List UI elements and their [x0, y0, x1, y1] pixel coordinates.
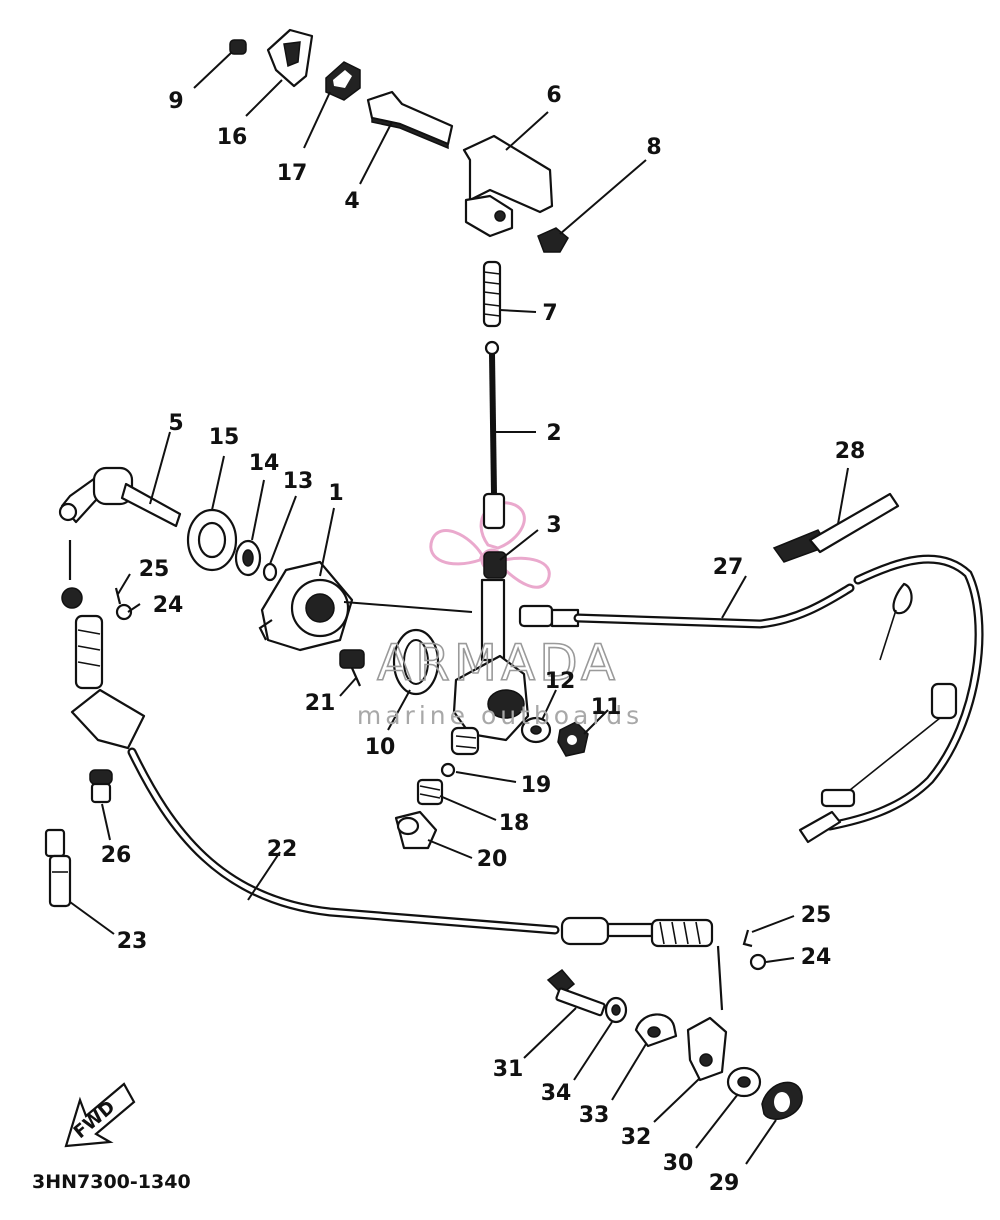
- part-3-fitting: [482, 492, 507, 579]
- callout-11: 11: [591, 695, 622, 720]
- part-32-lever: [686, 1016, 728, 1082]
- part-11-nut: [557, 721, 589, 757]
- callout-21: 21: [305, 691, 336, 716]
- callout-25-right: 25: [801, 903, 832, 928]
- part-21-screw: [339, 649, 365, 687]
- part-5-shaft: [58, 466, 182, 528]
- callout-16: 16: [217, 125, 248, 150]
- callout-numbers: 9 16 17 4 6 8 7 2 3 5 15 14 13 1 27 28 1…: [101, 83, 866, 1196]
- callout-28: 28: [835, 439, 866, 464]
- part-16-bracket: [266, 28, 314, 88]
- drawing-code: 3HN7300-1340: [32, 1171, 191, 1193]
- watermark-subtitle: marine outboards: [357, 701, 643, 730]
- part-18-spring: [416, 778, 444, 806]
- part-19-ball: [440, 762, 456, 778]
- callout-14: 14: [249, 451, 280, 476]
- part-shift-link-left: [61, 540, 146, 750]
- callout-15: 15: [209, 425, 240, 450]
- part-26-grommet: [89, 769, 113, 804]
- part-7-rod: [482, 260, 502, 328]
- callout-2: 2: [546, 421, 561, 446]
- watermark-title: ARMADA: [377, 634, 619, 692]
- callout-25-left: 25: [139, 557, 170, 582]
- callout-19: 19: [521, 773, 552, 798]
- callout-1: 1: [328, 481, 343, 506]
- part-throttle-arm: [450, 578, 530, 756]
- part-29-clip: [761, 1081, 803, 1120]
- part-1-housing: [258, 560, 354, 652]
- callout-3: 3: [546, 513, 561, 538]
- part-22-cable: [127, 747, 714, 948]
- callout-24-right: 24: [801, 945, 832, 970]
- callout-17: 17: [277, 161, 308, 186]
- callout-34: 34: [541, 1081, 572, 1106]
- callout-20: 20: [477, 847, 508, 872]
- part-6-grip: [462, 134, 554, 238]
- callout-4: 4: [344, 189, 359, 214]
- callout-5: 5: [168, 411, 183, 436]
- callout-23: 23: [117, 929, 148, 954]
- callout-32: 32: [621, 1125, 652, 1150]
- callout-10: 10: [365, 735, 396, 760]
- part-12-washer: [520, 716, 552, 744]
- part-23-clip: [44, 828, 72, 908]
- part-33-collar: [634, 1013, 678, 1048]
- callout-29: 29: [709, 1171, 740, 1196]
- leader-lines: [69, 51, 849, 1165]
- part-15-seal: [186, 508, 238, 572]
- part-28-strap: [772, 492, 900, 563]
- part-30-pin: [726, 1066, 762, 1098]
- part-20-cap: [394, 810, 438, 850]
- callout-9: 9: [168, 89, 183, 114]
- callout-27: 27: [713, 555, 744, 580]
- callout-7: 7: [542, 301, 557, 326]
- part-27-cable: [518, 554, 984, 844]
- part-10-ring: [392, 628, 440, 696]
- callout-33: 33: [579, 1103, 610, 1128]
- part-14-washer: [234, 539, 262, 577]
- callout-24-left: 24: [153, 593, 184, 618]
- callout-22: 22: [267, 837, 298, 862]
- part-4-handle: [366, 90, 454, 150]
- callout-31: 31: [493, 1057, 524, 1082]
- callout-12: 12: [545, 669, 576, 694]
- callout-8: 8: [646, 135, 661, 160]
- callout-26: 26: [101, 843, 132, 868]
- callout-6: 6: [546, 83, 561, 108]
- part-9-screw: [229, 39, 247, 55]
- part-13-oring: [262, 562, 278, 582]
- part-2-wire: [484, 340, 500, 495]
- callout-30: 30: [663, 1151, 694, 1176]
- callout-18: 18: [499, 811, 530, 836]
- part-34-washer: [604, 996, 628, 1024]
- part-31-bolt: [546, 968, 606, 1017]
- part-right-link-hardware: [716, 929, 767, 1011]
- part-17-cap: [325, 61, 361, 101]
- callout-13: 13: [283, 469, 314, 494]
- fwd-arrow-icon: FWD: [64, 1082, 136, 1148]
